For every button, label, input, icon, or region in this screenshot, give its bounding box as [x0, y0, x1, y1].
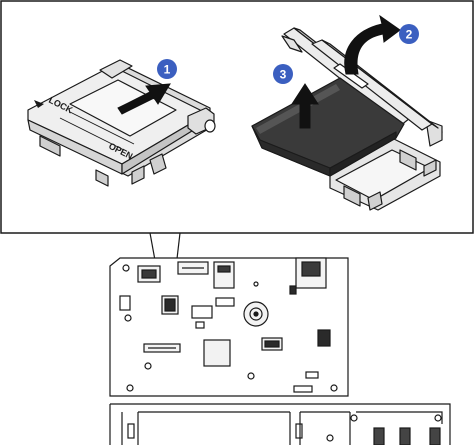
- callout-2: 2: [399, 24, 419, 44]
- system-board: [109, 257, 451, 445]
- callout-3-number: 3: [280, 68, 287, 82]
- callout-3: 3: [273, 64, 293, 84]
- slide-open-arrow: [117, 83, 171, 115]
- callout-1-number: 1: [164, 63, 171, 77]
- callout-1: 1: [157, 59, 177, 79]
- callout-2-number: 2: [406, 28, 413, 42]
- lift-card-arrow: [291, 83, 319, 129]
- lock-direction-mark: [34, 100, 44, 108]
